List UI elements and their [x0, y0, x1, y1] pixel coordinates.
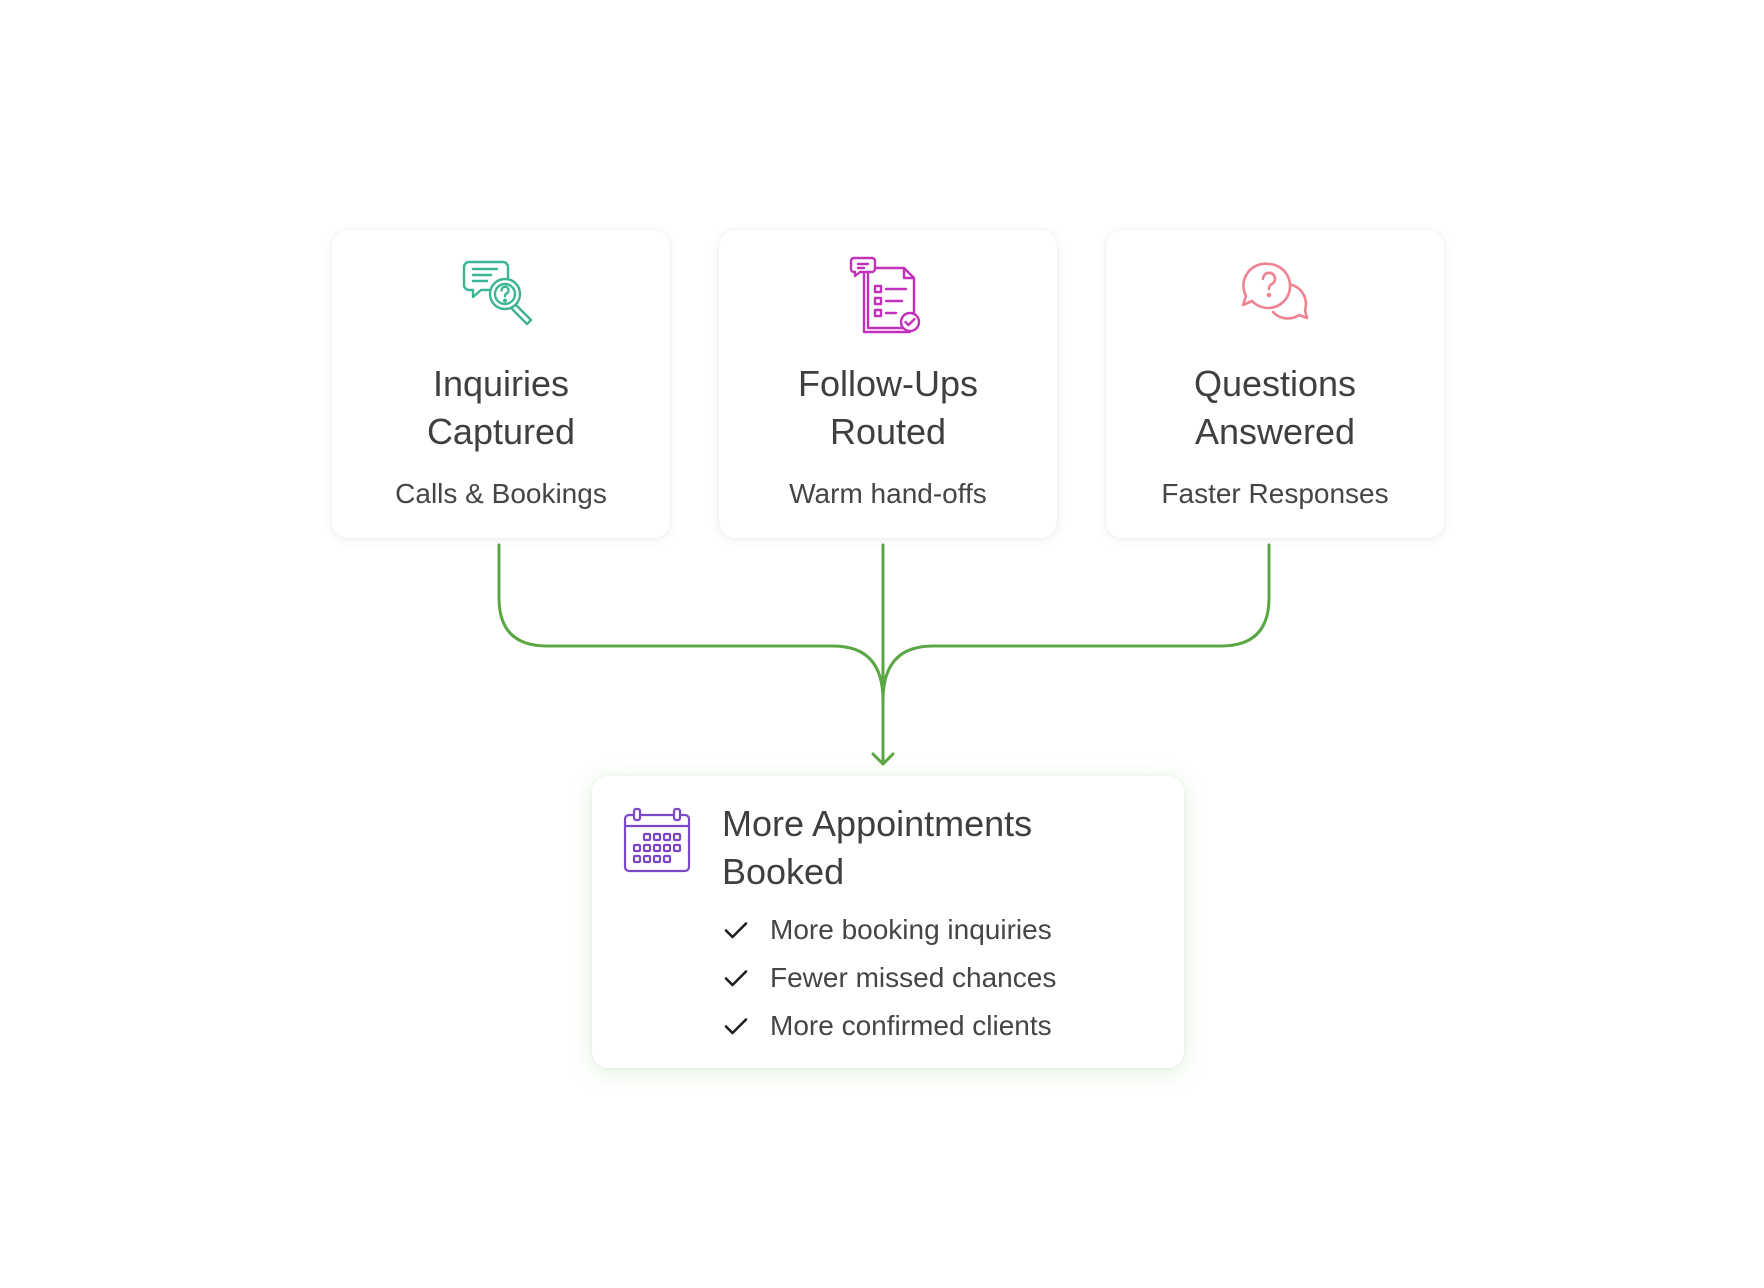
- connector-arrowhead: [871, 752, 895, 766]
- card-questions-answered: Questions Answered Faster Responses: [1106, 230, 1444, 538]
- card-subtitle: Warm hand-offs: [789, 478, 987, 509]
- benefit-item: More confirmed clients: [722, 1002, 1056, 1050]
- connector-right: [881, 543, 1271, 702]
- card-inquiries-captured: Inquiries Captured Calls & Bookings: [332, 230, 670, 538]
- card-title: Follow-Ups Routed: [797, 363, 979, 452]
- card-subtitle: Faster Responses: [1161, 478, 1389, 509]
- question-bubbles-icon: [1241, 262, 1309, 320]
- result-title: More Appointments Booked: [722, 803, 1033, 892]
- checkmark-icon: [724, 1018, 748, 1035]
- benefit-label: Fewer missed chances: [770, 962, 1057, 993]
- card-subtitle: Calls & Bookings: [395, 478, 607, 509]
- result-card-more-appointments: More Appointments Booked More booking in…: [592, 776, 1184, 1068]
- calendar-icon: [623, 807, 691, 873]
- benefit-list: More booking inquiries Fewer missed chan…: [722, 906, 1056, 1050]
- checkmark-icon: [724, 922, 748, 939]
- card-title: Inquiries Captured: [426, 363, 576, 452]
- card-follow-ups-routed: Follow-Ups Routed Warm hand-offs: [719, 230, 1057, 538]
- benefit-label: More confirmed clients: [770, 1010, 1052, 1041]
- benefit-label: More booking inquiries: [770, 914, 1052, 945]
- checklist-document-icon: [849, 256, 921, 334]
- card-title: Questions Answered: [1193, 363, 1357, 452]
- connector-left: [497, 543, 885, 702]
- magnifier-question-icon: [462, 260, 533, 326]
- benefit-item: Fewer missed chances: [722, 954, 1056, 1002]
- checkmark-icon: [724, 970, 748, 987]
- benefit-item: More booking inquiries: [722, 906, 1056, 954]
